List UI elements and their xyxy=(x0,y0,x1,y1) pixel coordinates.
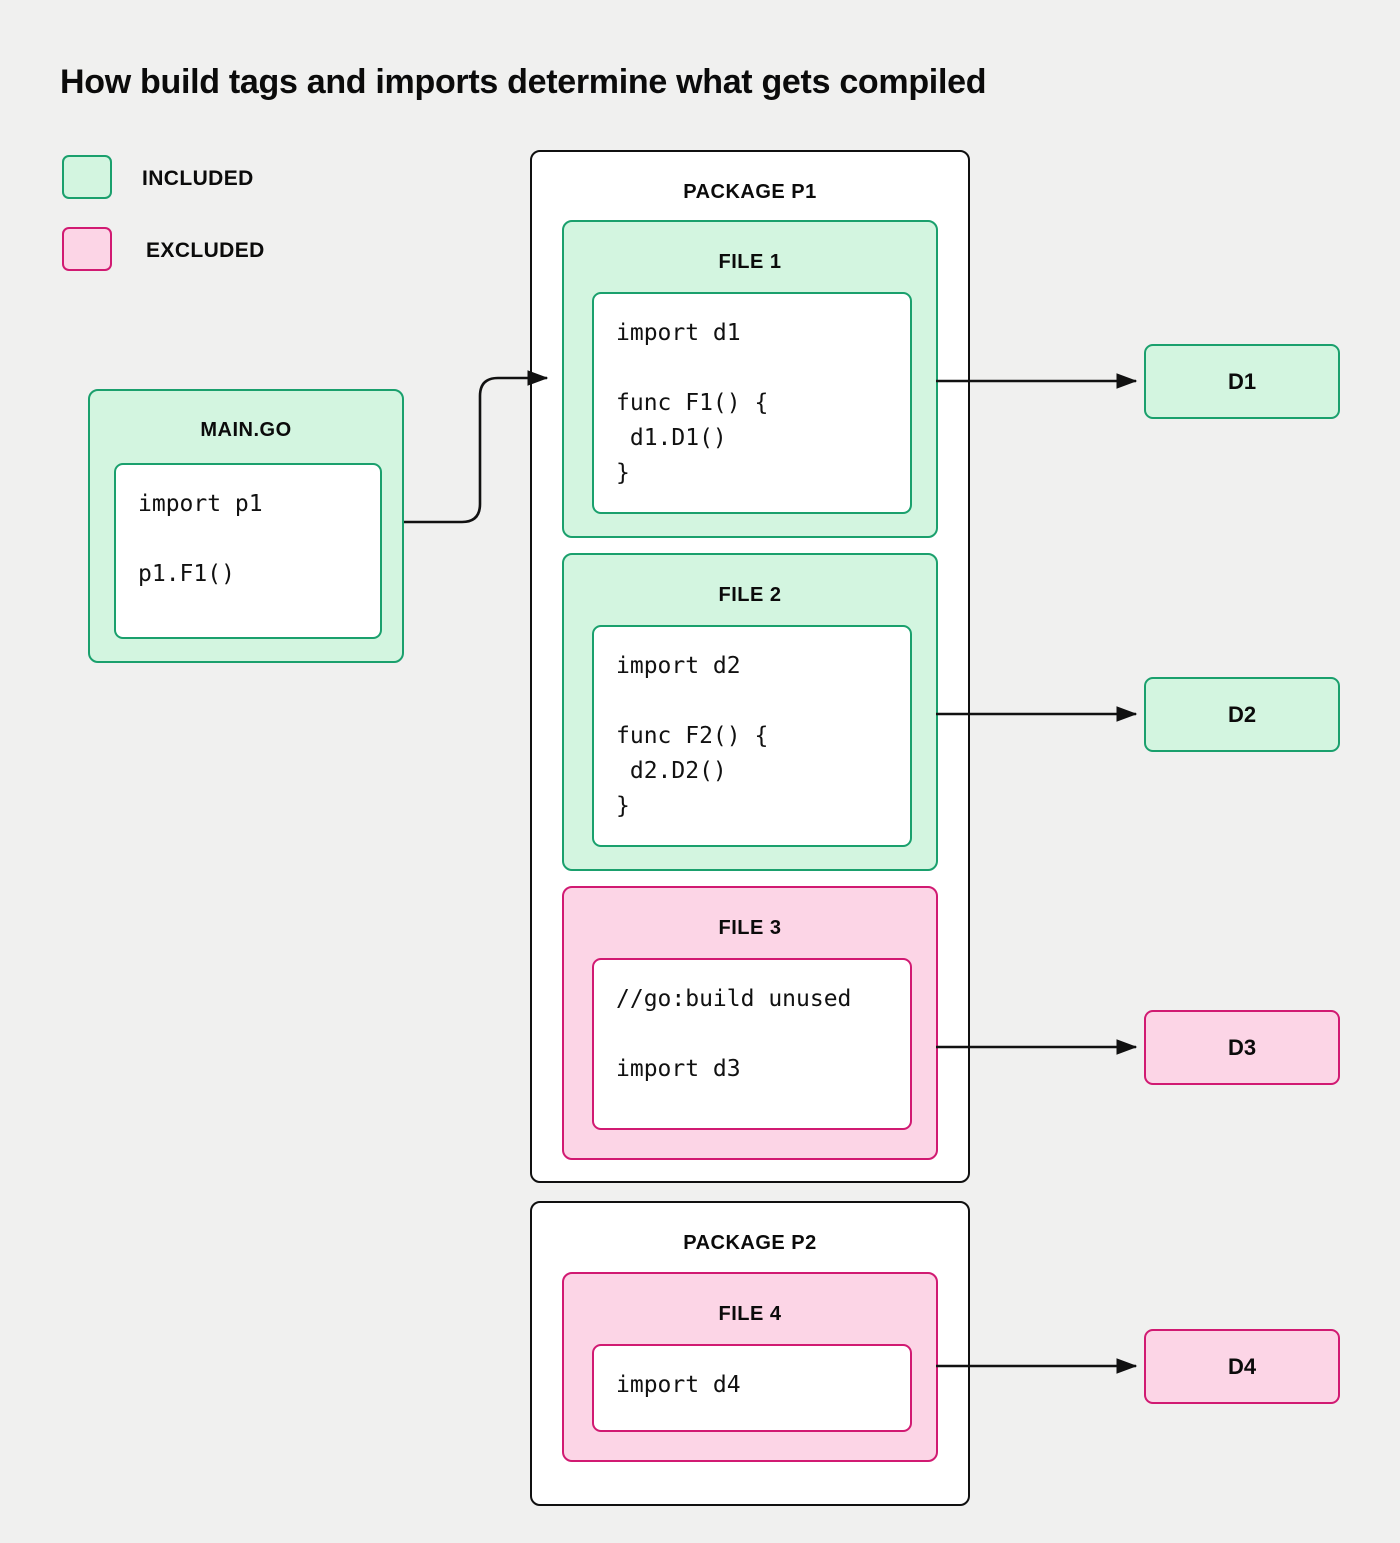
file-4-code: import d4 xyxy=(592,1344,912,1432)
dependency-d1-label: D1 xyxy=(1227,368,1257,394)
dependency-d3-label: D3 xyxy=(1227,1034,1257,1060)
main-go-title: MAIN.GO xyxy=(200,419,292,441)
package-p2-title: PACKAGE P2 xyxy=(683,1232,817,1254)
package-p1-title: PACKAGE P1 xyxy=(683,181,817,203)
dependency-d4-box[interactable]: D4 xyxy=(1144,1329,1340,1404)
dependency-d2-box[interactable]: D2 xyxy=(1144,677,1340,752)
page-title: How build tags and imports determine wha… xyxy=(60,63,987,101)
dependency-d2-label: D2 xyxy=(1227,701,1257,727)
legend-swatch-excluded xyxy=(62,227,112,271)
file-3-code: //go:build unused import d3 xyxy=(592,958,912,1130)
dependency-d3-box[interactable]: D3 xyxy=(1144,1010,1340,1085)
dependency-d1-box[interactable]: D1 xyxy=(1144,344,1340,419)
file-1-code: import d1 func F1() { d1.D1() } xyxy=(592,292,912,514)
file-2-box[interactable]: FILE 2 import d2 func F2() { d2.D2() } xyxy=(562,553,938,871)
file-1-box[interactable]: FILE 1 import d1 func F1() { d1.D1() } xyxy=(562,220,938,538)
file-3-box[interactable]: FILE 3 //go:build unused import d3 xyxy=(562,886,938,1160)
file-2-code: import d2 func F2() { d2.D2() } xyxy=(592,625,912,847)
file-4-title: FILE 4 xyxy=(718,1303,782,1325)
legend-label-excluded: EXCLUDED xyxy=(146,239,265,262)
file-4-box[interactable]: FILE 4 import d4 xyxy=(562,1272,938,1462)
file-2-title: FILE 2 xyxy=(718,584,782,606)
legend-label-included: INCLUDED xyxy=(142,167,254,190)
file-3-title: FILE 3 xyxy=(718,917,782,939)
dependency-d4-label: D4 xyxy=(1227,1353,1257,1379)
file-1-title: FILE 1 xyxy=(718,251,782,273)
arrow-main-to-file1 xyxy=(404,370,549,524)
main-go-code: import p1 p1.F1() xyxy=(114,463,382,639)
legend-swatch-included xyxy=(62,155,112,199)
main-go-box[interactable]: MAIN.GO import p1 p1.F1() xyxy=(88,389,404,663)
